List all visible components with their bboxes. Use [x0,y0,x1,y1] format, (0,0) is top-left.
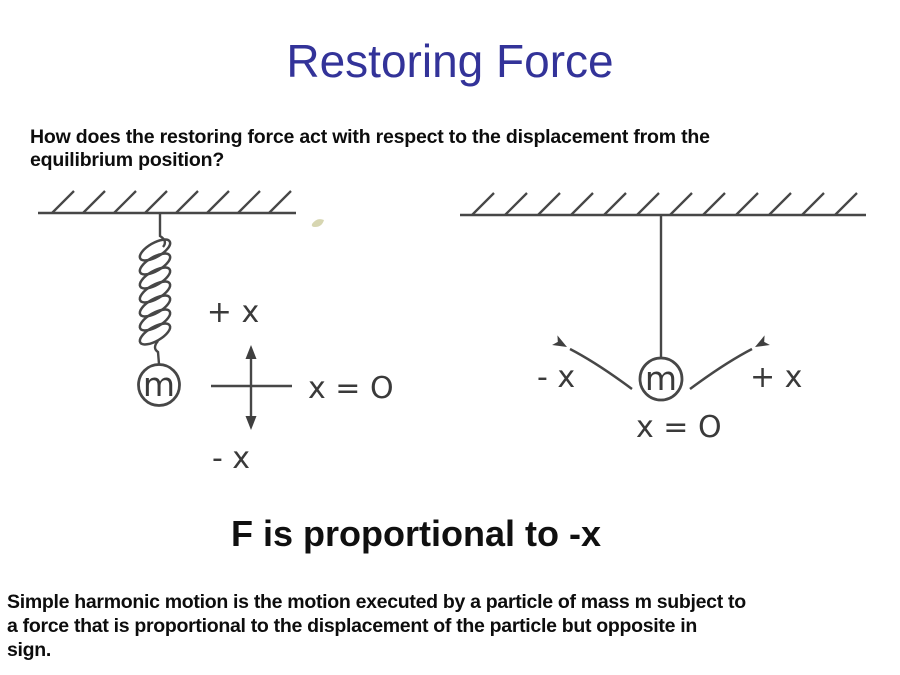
minus-x-label: - x [537,360,575,395]
spring-rod-top [158,213,167,248]
question-text: How does the restoring force act with re… [30,126,850,172]
mass-label: m [645,359,677,398]
mass-label: m [143,365,175,404]
spring-loop [138,238,172,262]
definition-line-3: sign. [7,639,52,661]
spring-loop [138,266,172,290]
displacement-axis: + x - x x = O [207,295,394,476]
definition-line-1: Simple harmonic motion is the motion exe… [7,591,746,613]
ceiling-hatching-left [51,190,292,214]
equilibrium-label: x = O [636,410,722,445]
arrowhead-up-icon [245,345,257,359]
question-line-1: How does the restoring force act with re… [30,126,710,148]
spring-loop [138,322,172,346]
spring-loop [138,252,172,276]
ceiling-hatching-right [471,192,858,216]
pendulum-diagram: m - x + x x = O [460,192,866,445]
swing-arc-right [689,347,753,391]
question-line-2: equilibrium position? [30,149,225,171]
spring-mass-diagram: m + x - x x = O [38,190,394,476]
page-title: Restoring Force [286,35,614,87]
plus-x-label: + x [750,360,802,395]
spring-loop [138,280,172,304]
plus-x-label: + x [207,295,259,330]
equilibrium-label: x = O [308,371,394,406]
spring-loop [138,308,172,332]
scan-artifact-mark [311,219,324,227]
spring-loop [138,294,172,318]
mass-circle [137,363,181,407]
definition-text: Simple harmonic motion is the motion exe… [7,590,895,662]
swing-arc-left [569,347,633,391]
spring-coil [138,238,172,346]
spring-rod-bottom [153,340,161,365]
arrowhead-right-icon [755,335,770,347]
definition-line-2: a force that is proportional to the disp… [7,615,697,637]
arrowhead-down-icon [245,416,257,430]
arrowhead-left-icon [552,335,567,347]
mass-circle [638,356,684,402]
minus-x-label: - x [212,441,250,476]
conclusion-text: F is proportional to -x [231,513,601,554]
